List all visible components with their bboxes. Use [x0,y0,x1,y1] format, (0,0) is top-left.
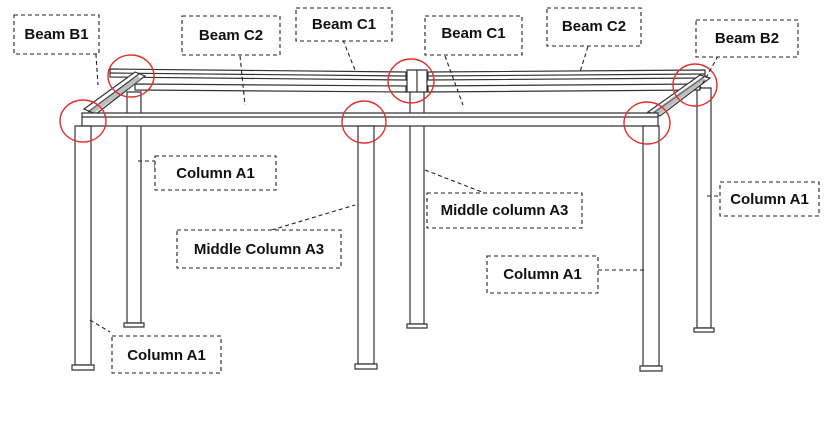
label-beam-b1: Beam B1 [24,26,88,43]
front-left-column [71,125,95,371]
label-column-a1-right-front: Column A1 [503,266,582,283]
leader-beam-c2-left [239,55,246,106]
back-beam-right [427,69,706,81]
leader-middle-column-a3-right [424,169,488,195]
leader-beam-c1-left [342,39,356,71]
callout-beam-c2-right: Beam C2 [546,7,642,47]
front-middle-column [354,125,378,370]
front-beam [81,112,659,127]
highlight-circle-back-right [672,63,718,107]
leader-lines [89,39,720,333]
highlight-circle-back-middle [387,58,435,104]
label-column-a1-right-back: Column A1 [730,191,809,208]
mid-beam-right [427,83,701,93]
label-column-a1-left-front: Column A1 [127,347,206,364]
highlight-circle-back-left [107,54,155,98]
callout-beam-c2-left: Beam C2 [181,15,281,56]
highlight-circle-front-left [59,99,107,143]
label-middle-column-a3-right: Middle column A3 [441,202,569,219]
callout-column-a1-left-front: Column A1 [111,335,222,374]
front-right-column [639,125,663,372]
callout-column-a1-left-back: Column A1 [154,155,277,191]
back-beam-left [109,68,407,81]
highlight-circle-front-right [623,101,671,145]
label-beam-b2: Beam B2 [715,30,779,47]
pergola-frame [71,68,715,372]
callout-beam-b1: Beam B1 [13,14,100,55]
leader-middle-column-a3-front [264,204,356,233]
back-right-column [693,87,715,333]
callout-beam-c1-left: Beam C1 [295,7,393,42]
callout-column-a1-right-front: Column A1 [486,255,599,294]
highlight-circle-front-middle [341,100,387,144]
back-left-column [123,91,145,328]
callout-middle-column-a3-front: Middle Column A3 [176,229,342,269]
callout-middle-column-a3-right: Middle column A3 [426,192,583,229]
callout-column-a1-right-back: Column A1 [719,181,820,217]
middle-joint-bracket [406,69,428,93]
mid-beam-left [134,83,407,93]
side-beam-b1 [82,71,147,115]
label-middle-column-a3-front: Middle Column A3 [194,241,324,258]
side-beam-b2 [646,74,712,117]
label-column-a1-left-back: Column A1 [176,165,255,182]
joint-highlights [59,54,718,145]
leader-beam-c2-right [579,39,591,73]
leader-column-a1-left-front [89,319,111,333]
label-beam-c2-left: Beam C2 [199,27,263,44]
label-beam-c1-right: Beam C1 [441,25,505,42]
label-beam-c2-right: Beam C2 [562,18,626,35]
label-beam-c1-left: Beam C1 [312,16,376,33]
callout-beam-b2: Beam B2 [695,19,799,58]
leader-beam-c1-right [444,55,464,106]
callout-beam-c1-right: Beam C1 [424,15,523,56]
